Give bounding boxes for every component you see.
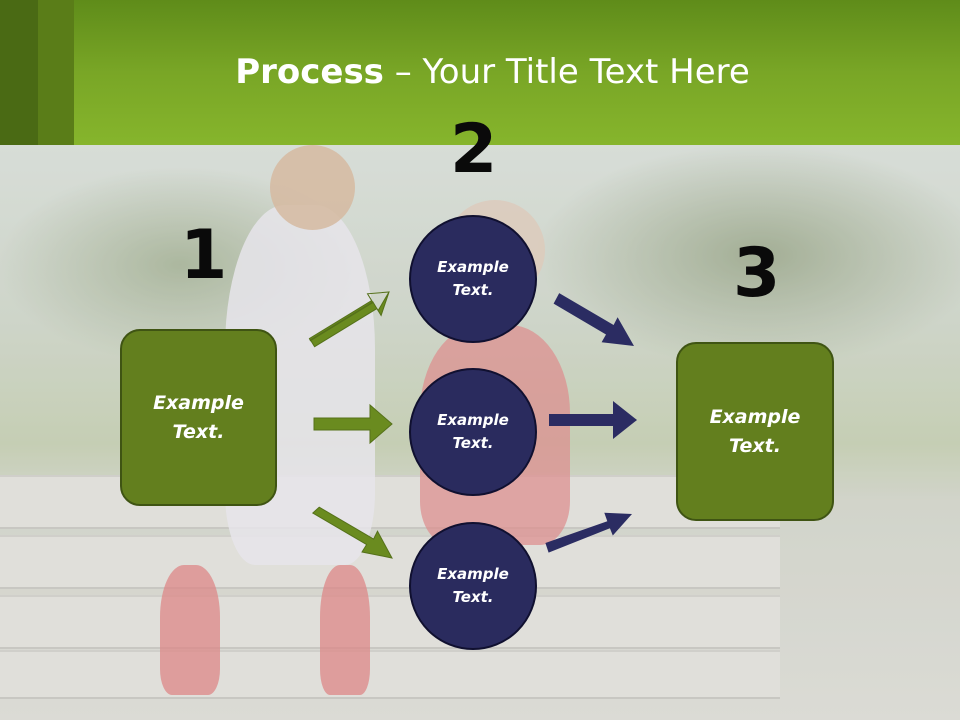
child-head-left — [270, 145, 355, 230]
step-number-1: 1 — [180, 216, 228, 295]
title-strong: Process — [235, 52, 384, 92]
circle-text: Example Text. — [437, 257, 509, 299]
bench-slat — [0, 595, 780, 649]
process-circle-middle: Example Text. — [409, 368, 537, 496]
title-rest: – Your Title Text Here — [383, 52, 750, 92]
boot-right — [320, 565, 370, 695]
boot-left — [160, 565, 220, 695]
header-accent-bar — [0, 0, 38, 145]
process-circle-top: Example Text. — [409, 215, 537, 343]
circle-text: Example Text. — [437, 410, 509, 452]
header-accent-bar — [38, 0, 74, 145]
page-title: Process – Your Title Text Here — [0, 52, 960, 92]
left-step-box: Example Text. — [120, 329, 277, 506]
process-circle-bottom: Example Text. — [409, 522, 537, 650]
left-box-text: Example Text. — [153, 392, 244, 443]
circle-text: Example Text. — [437, 564, 509, 606]
header-bar: Process – Your Title Text Here — [0, 0, 960, 145]
right-step-box: Example Text. — [676, 342, 834, 521]
bench-slat — [0, 650, 780, 699]
step-number-2: 2 — [450, 110, 498, 189]
step-number-3: 3 — [733, 234, 781, 313]
right-box-text: Example Text. — [709, 406, 801, 457]
